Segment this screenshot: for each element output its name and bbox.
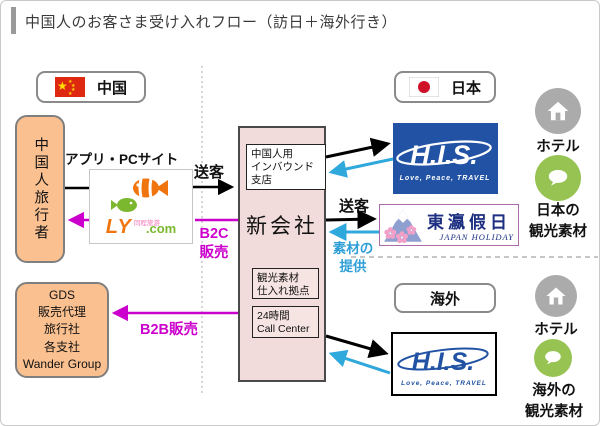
chinese-traveler-label: 中国人旅行者 <box>32 136 49 242</box>
speech-bubble-icon <box>548 169 568 186</box>
overseas-material-circle <box>534 339 572 377</box>
sourcing-base-box: 観光素材 仕入れ拠点 <box>252 268 319 299</box>
japan-holiday-logo: 東瀛假日 JAPAN HOLIDAY <box>379 204 519 246</box>
soukyaku-left-label: 送客 <box>194 164 225 181</box>
ly-tagline: 同程旅游 <box>133 219 160 227</box>
ly-name: LY <box>105 215 132 238</box>
his-overseas-logo: H.I.S. Love, Peace, TRAVEL <box>391 332 497 396</box>
gds-agents-box: GDS 販売代理 旅行社 各支社 Wander Group <box>15 282 109 378</box>
hotel-overseas-circle <box>535 275 577 317</box>
app-pc-site-label: アプリ・PCサイト <box>65 152 179 167</box>
china-region-box: ★ ★ ★ ★ ★ 中国 <box>36 71 146 103</box>
his-overseas-tagline: Love, Peace, TRAVEL <box>401 380 487 387</box>
his-japan-tagline: Love, Peace, TRAVEL <box>400 175 491 182</box>
japan-region-box: 日本 <box>394 71 496 103</box>
hotel-overseas-label: ホテル <box>534 322 578 338</box>
b2c-label: B2C 販売 <box>199 226 229 261</box>
japan-holiday-text: 東瀛假日 JAPAN HOLIDAY <box>424 208 514 242</box>
japan-material-circle <box>535 155 581 201</box>
sozai-teikyo-label: 素材の 提供 <box>332 241 374 275</box>
overseas-label: 海外 <box>429 290 460 308</box>
ly-com-logo-box: LY 同程旅游 .com <box>89 169 193 244</box>
overseas-material-label: 海外の 観光素材 <box>525 383 583 421</box>
svg-text:★: ★ <box>68 91 73 97</box>
mt-fuji-sakura-icon <box>384 209 422 244</box>
his-overseas-wordmark-icon: H.I.S. Love, Peace, TRAVEL <box>397 347 489 387</box>
gds-agents-lines: GDS 販売代理 旅行社 各支社 Wander Group <box>22 287 102 372</box>
japan-holiday-name: 東瀛假日 <box>427 213 511 232</box>
title-accent-bar <box>11 7 16 34</box>
svg-text:★: ★ <box>57 79 68 93</box>
his-japan-wordmark-icon: H.I.S. Love, Peace, TRAVEL <box>396 140 492 182</box>
japan-label: 日本 <box>450 79 481 97</box>
his-overseas-name: H.I.S. <box>412 348 475 376</box>
japan-holiday-sub: JAPAN HOLIDAY <box>439 232 514 242</box>
hotel-japan-circle <box>535 88 581 134</box>
his-japan-name: H.I.S. <box>410 140 478 170</box>
inbound-branch-box: 中国人用 インバウンド 支店 <box>246 144 326 190</box>
china-label: 中国 <box>96 79 127 97</box>
b2b-label: B2B販売 <box>140 322 199 338</box>
chinese-traveler-box: 中国人旅行者 <box>15 115 65 263</box>
japan-material-label: 日本の 観光素材 <box>529 203 587 241</box>
speech-bubble-icon <box>545 351 561 365</box>
his-japan-logo: H.I.S. Love, Peace, TRAVEL <box>393 123 498 194</box>
call-center-box: 24時間 Call Center <box>252 306 319 338</box>
soukyaku-right-label: 送客 <box>339 198 370 215</box>
ly-wordmark: LY 同程旅游 .com <box>106 216 176 239</box>
svg-text:★: ★ <box>71 83 76 89</box>
japan-flag-icon <box>408 77 439 97</box>
ly-tld: .com <box>145 220 177 236</box>
overseas-region-box: 海外 <box>394 283 496 313</box>
page-title: 中国人のお客さま受け入れフロー（訪日＋海外行き） <box>25 14 398 31</box>
home-icon <box>547 101 569 121</box>
new-company-box: 中国人用 インバウンド 支店 新会社 観光素材 仕入れ拠点 24時間 Call … <box>238 126 326 382</box>
svg-text:★: ★ <box>68 79 73 85</box>
hotel-japan-label: ホテル <box>536 139 580 155</box>
new-company-label: 新会社 <box>246 215 318 238</box>
svg-text:★: ★ <box>71 87 76 93</box>
china-flag-icon: ★ ★ ★ ★ ★ <box>54 77 85 97</box>
ly-fish-icon <box>111 178 168 212</box>
home-icon <box>546 287 566 305</box>
